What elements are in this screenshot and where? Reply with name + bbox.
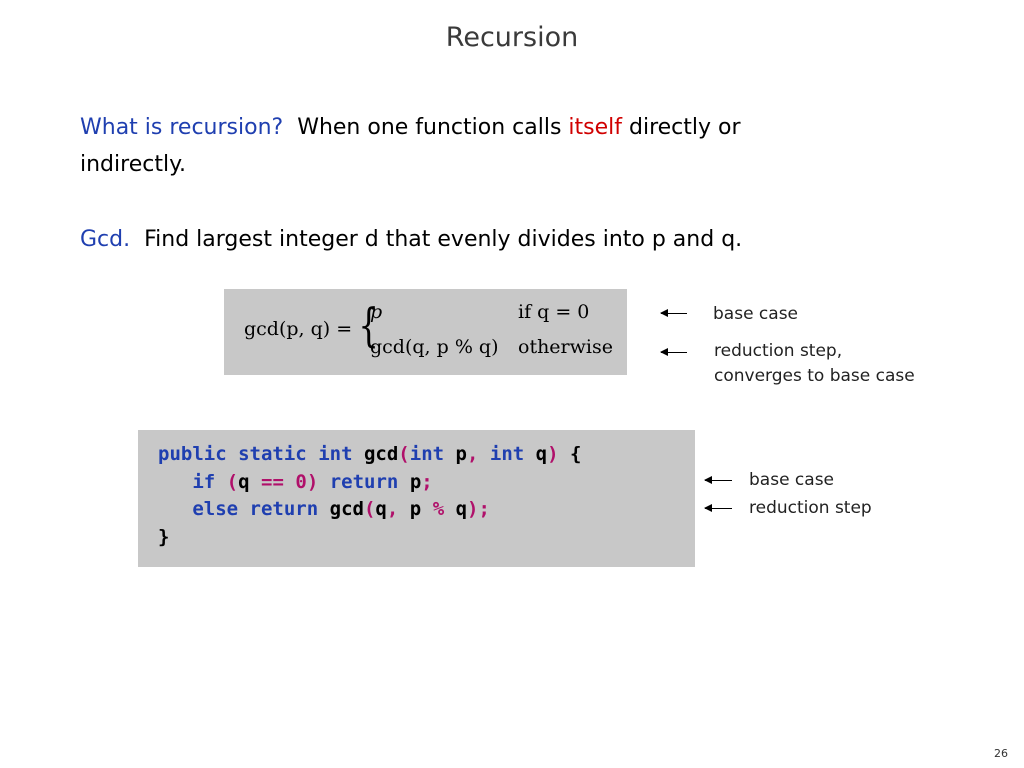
- recursion-question-label: What is recursion?: [80, 115, 284, 140]
- itself-highlight: itself: [568, 115, 623, 140]
- definition-text-before: When one function calls: [297, 115, 569, 140]
- formula-reduction-note-line1: reduction step,: [714, 341, 843, 361]
- slide-title: Recursion: [445, 22, 579, 53]
- recursion-definition: What is recursion? When one function cal…: [80, 109, 741, 183]
- gcd-text: Find largest integer d that evenly divid…: [144, 227, 743, 252]
- formula-case2-expr: gcd(q, p % q): [370, 336, 499, 358]
- page-number: 26: [994, 747, 1008, 760]
- gcd-label: Gcd.: [80, 227, 131, 252]
- formula-lhs: gcd(p, q) =: [244, 318, 353, 340]
- gcd-formula-box: gcd(p, q) = { p gcd(q, p % q) if q = 0 o…: [224, 289, 627, 375]
- code-base-case-arrow: [704, 476, 732, 484]
- reduction-step-arrow: [660, 348, 687, 356]
- code-base-case-note: base case: [749, 470, 835, 490]
- code-line-3: else return gcd(q, p % q);: [192, 498, 490, 520]
- code-line-2: if (q == 0) return p;: [192, 470, 433, 493]
- code-line-4: }: [158, 525, 170, 548]
- code-reduction-note: reduction step: [749, 498, 872, 518]
- formula-case2-cond: otherwise: [518, 336, 613, 358]
- code-reduction-arrow: [704, 504, 732, 512]
- definition-line2: indirectly.: [80, 152, 186, 177]
- base-case-arrow: [660, 309, 687, 317]
- formula-case1-expr: p: [370, 301, 383, 323]
- formula-brace: {: [358, 298, 379, 352]
- gcd-code-box: public static int gcd(int p, int q) { if…: [138, 430, 695, 567]
- code-line-1: public static int gcd(int p, int q) {: [158, 443, 582, 465]
- formula-reduction-note-line2: converges to base case: [714, 366, 915, 386]
- gcd-definition: Gcd. Find largest integer d that evenly …: [80, 221, 742, 258]
- definition-text-after: directly or: [622, 115, 741, 140]
- formula-base-case-note: base case: [713, 304, 799, 324]
- formula-case1-cond: if q = 0: [518, 301, 590, 323]
